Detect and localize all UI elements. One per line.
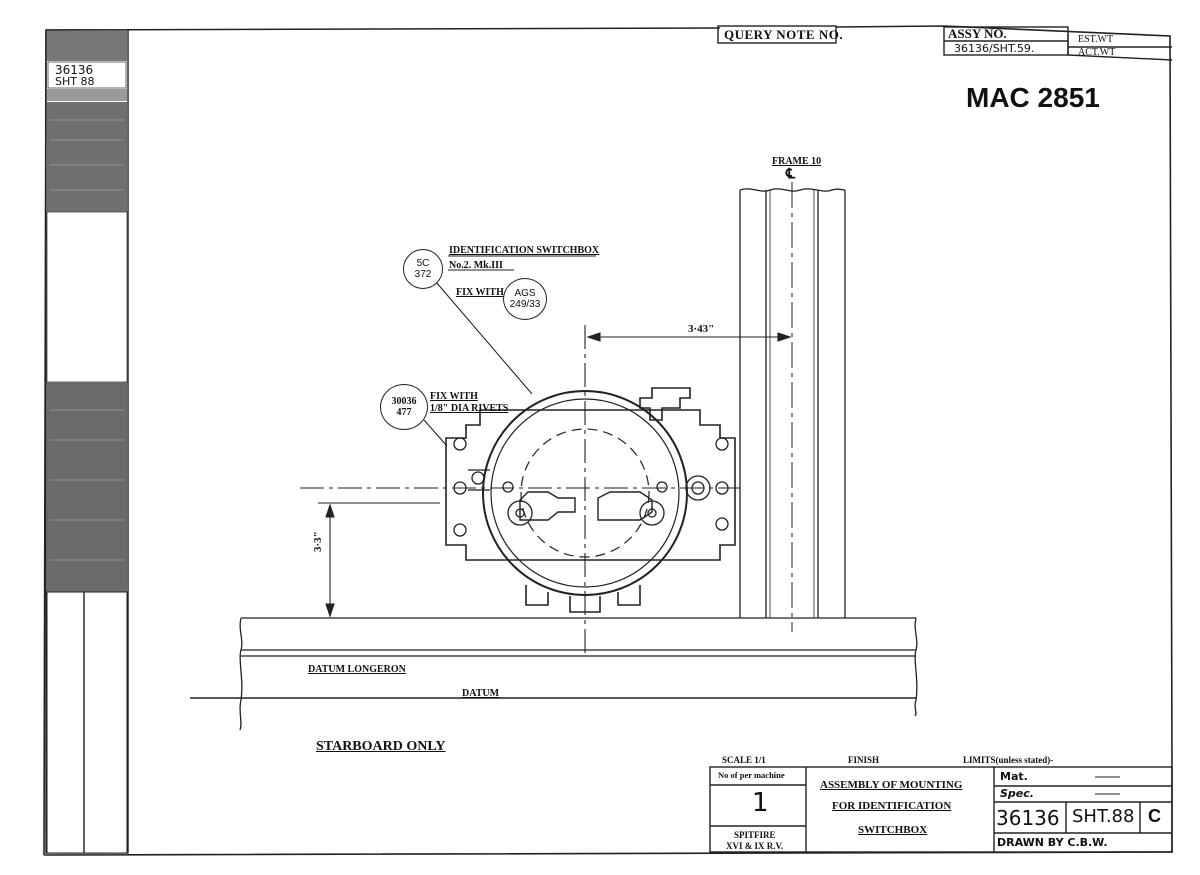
scale-label: SCALE 1/1 <box>722 755 766 765</box>
callout-fix-with: FIX WITH <box>456 287 504 298</box>
datum-label: DATUM <box>462 688 500 699</box>
leader-lines <box>423 255 596 447</box>
bubble-30036-line2: 477 <box>396 407 412 418</box>
aircraft-line-1: SPITFIRE <box>734 830 776 840</box>
callout-identification-switchbox: IDENTIFICATION SWITCHBOX <box>449 245 600 256</box>
header-boxes <box>717 25 1173 61</box>
finish-label: FINISH <box>848 755 880 765</box>
act-wt-label: ACT.WT <box>1078 47 1116 58</box>
callout-no2-mk3: No.2. Mk.III <box>449 260 503 271</box>
bubble-30036-477: 30036 477 <box>380 384 428 430</box>
bubble-ags-249-33: AGS 249/33 <box>503 278 547 320</box>
title-line-1: ASSEMBLY OF MOUNTING <box>820 779 963 791</box>
callout-fix-rivets-2: 1/8" DIA RIVETS <box>430 403 509 414</box>
revision-letter: C <box>1148 806 1161 826</box>
bubble-5c-line2: 372 <box>414 269 432 280</box>
title-block-lines <box>709 766 1173 853</box>
switchbox-assembly <box>445 387 736 613</box>
frame-10-label: FRAME 10 <box>772 156 822 167</box>
query-note-label: QUERY NOTE NO. <box>724 27 844 42</box>
bubble-ags-line1: AGS <box>514 288 536 299</box>
dimension-vertical-label: 3·3" <box>312 531 324 552</box>
title-line-3: SWITCHBOX <box>858 824 928 836</box>
starboard-only-label: STARBOARD ONLY <box>316 739 446 754</box>
datum-longeron-lines <box>190 617 918 731</box>
assy-no-label: ASSY NO. <box>948 26 1007 41</box>
est-wt-label: EST.WT <box>1078 34 1114 45</box>
dimension-horizontal <box>584 325 792 655</box>
callout-fix-rivets-1: FIX WITH <box>430 391 478 402</box>
sheet-border <box>43 25 1173 856</box>
assy-no-value: 36136/SHT.59. <box>954 42 1035 55</box>
centerline-symbol: ℄ <box>786 167 795 182</box>
bubble-5c-372: 5C 372 <box>403 249 443 289</box>
bubble-5c-line1: 5C <box>416 258 430 269</box>
drawn-by: DRAWN BY C.B.W. <box>997 836 1108 849</box>
side-strip-ref-2: SHT 88 <box>55 75 95 88</box>
mat-label: Mat. <box>1000 770 1028 783</box>
mac-number: MAC 2851 <box>966 82 1100 113</box>
spec-label: Spec. <box>1000 787 1034 800</box>
limits-label: LIMITS(unless stated)- <box>963 755 1054 765</box>
datum-longeron-label: DATUM LONGERON <box>308 664 406 675</box>
frame-10-section <box>739 182 846 632</box>
dimension-horizontal-label: 3·43" <box>688 323 715 335</box>
dimension-vertical <box>300 487 740 618</box>
per-machine-label: No of per machine <box>718 770 785 780</box>
aircraft-line-2: XVI & IX R.V. <box>726 841 784 851</box>
bubble-30036-line1: 30036 <box>391 396 417 407</box>
left-strip <box>45 29 129 854</box>
side-strip-ref-1: 36136 <box>55 63 94 77</box>
bubble-ags-line2: 249/33 <box>509 299 541 310</box>
drawing-number: 36136 <box>996 806 1060 830</box>
sheet-number: SHT.88 <box>1072 806 1135 827</box>
per-machine-value: 1 <box>752 788 769 818</box>
title-line-2: FOR IDENTIFICATION <box>832 800 952 812</box>
